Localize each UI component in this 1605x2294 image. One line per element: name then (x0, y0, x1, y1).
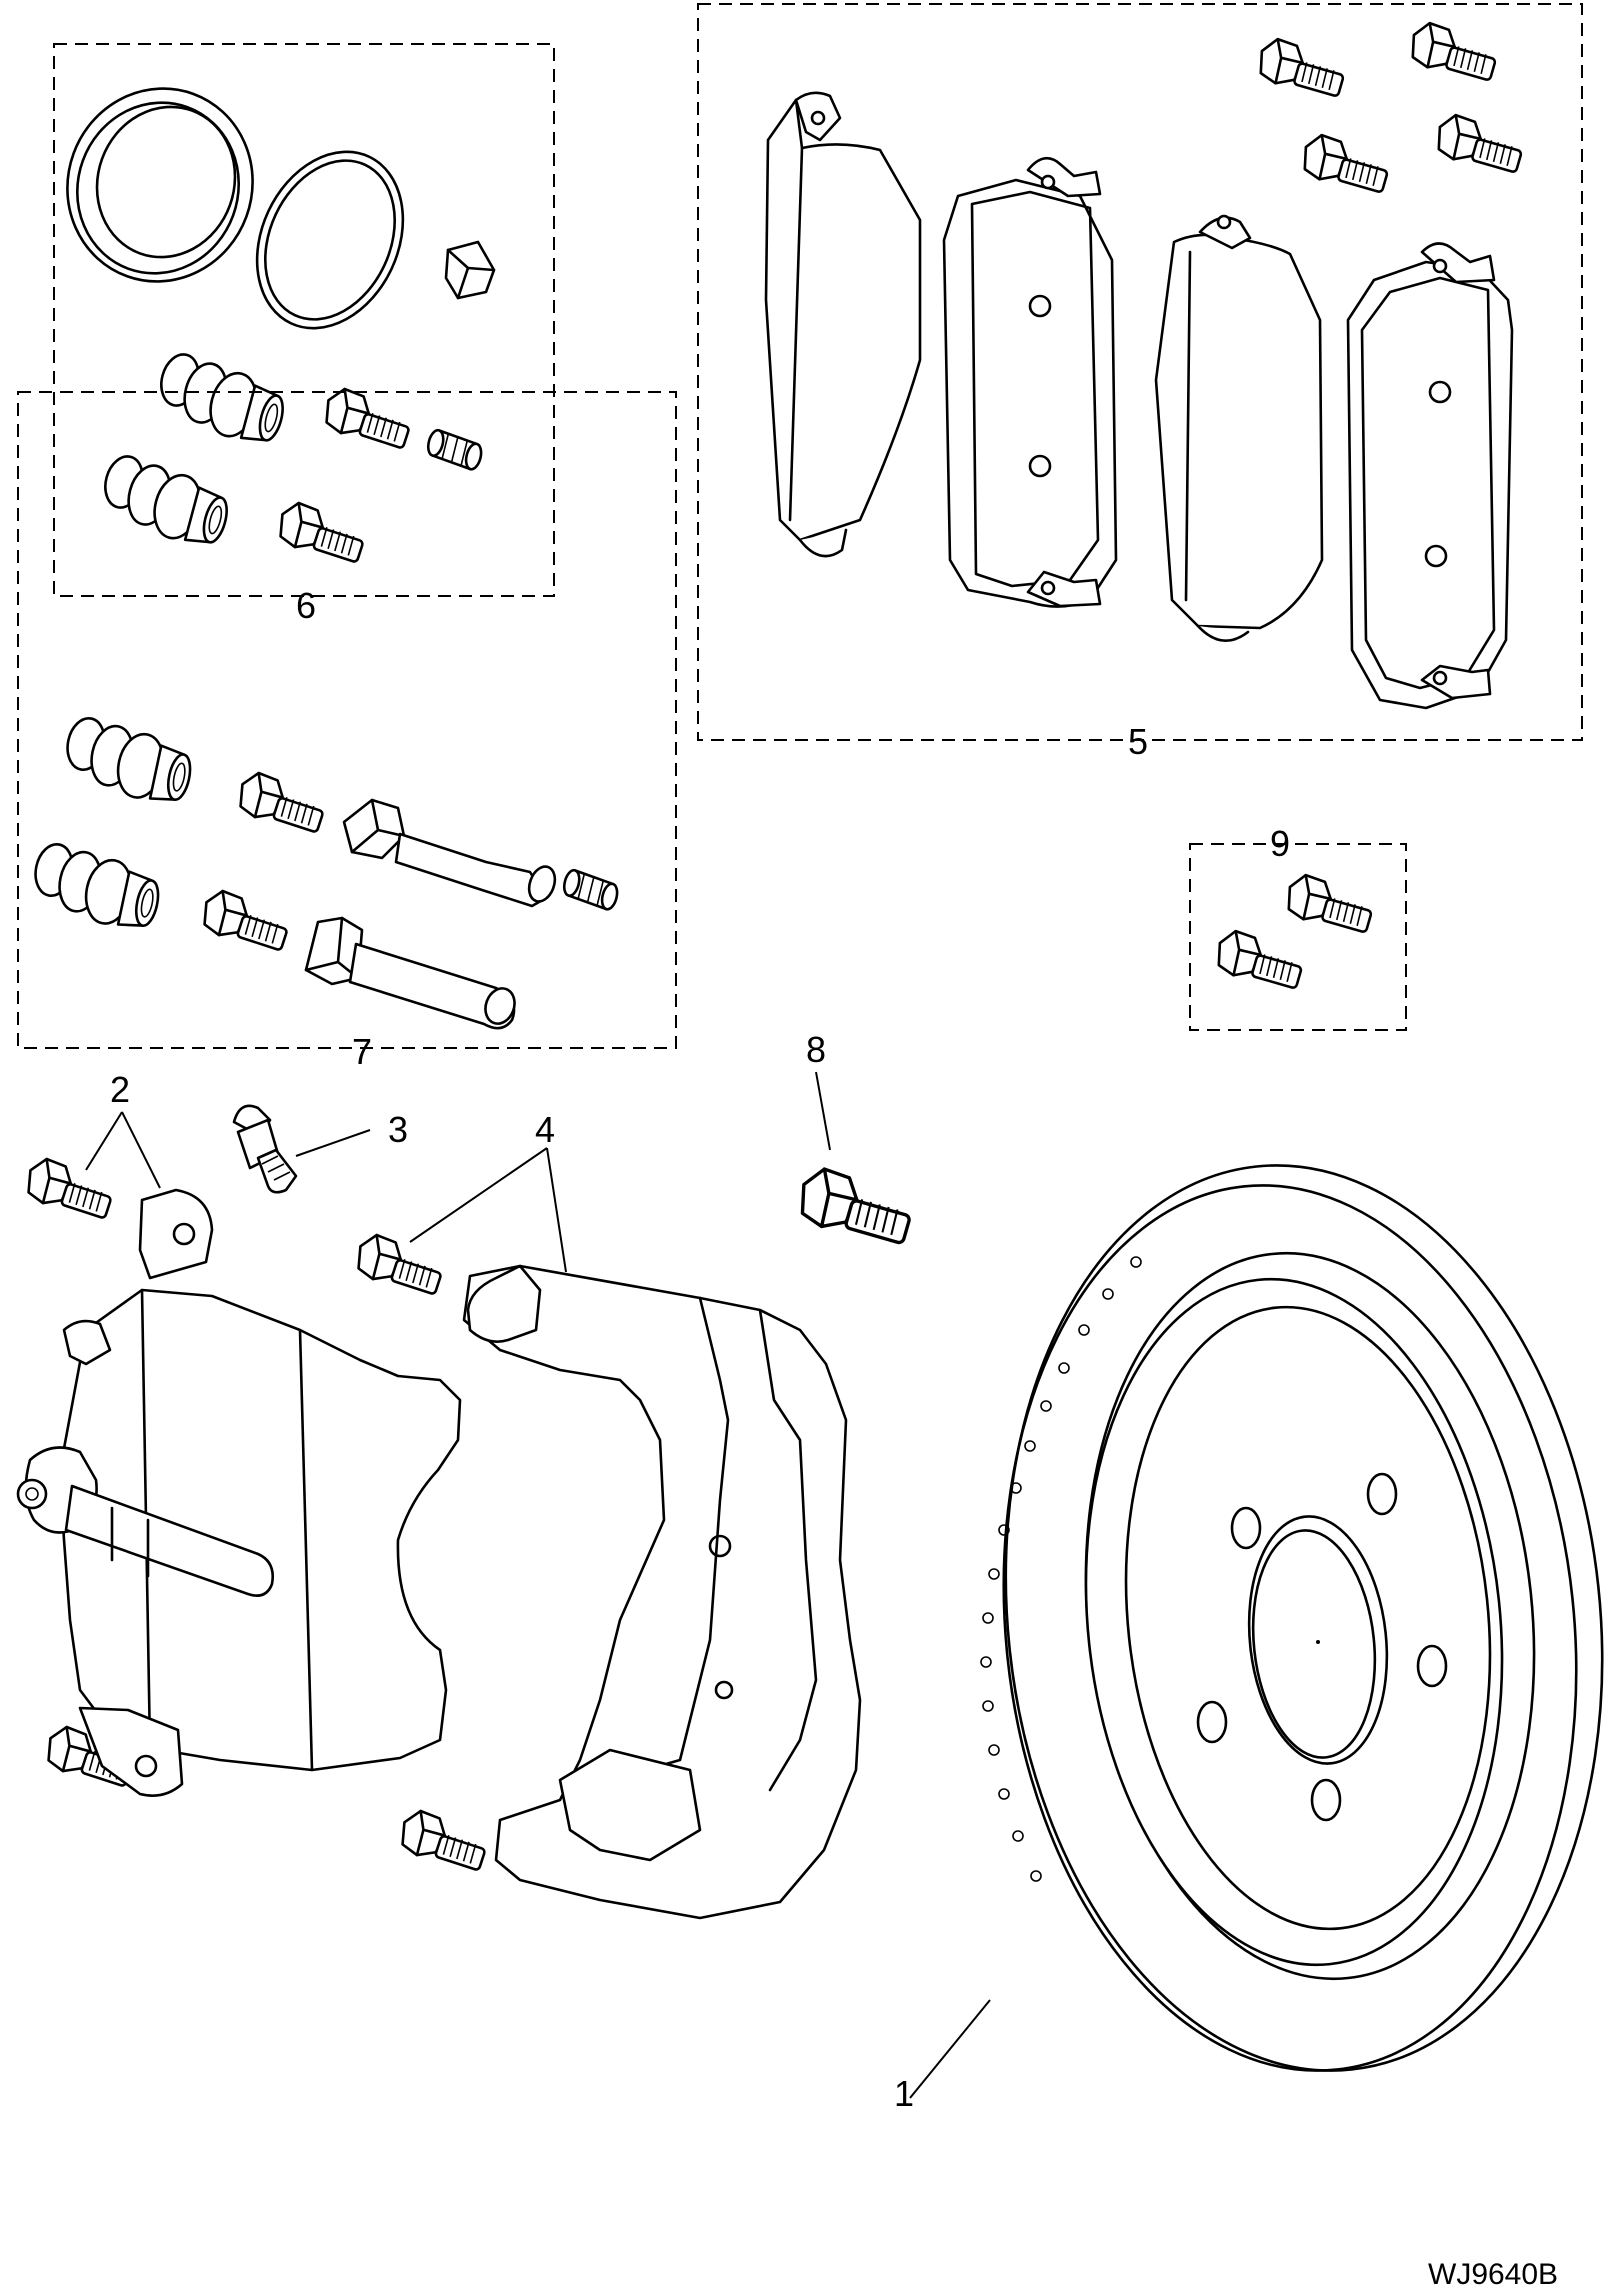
caliper-body (16, 1188, 462, 1797)
callout-8: 8 (806, 1029, 826, 1070)
piston-dust-seal (66, 87, 254, 283)
callout-7: 7 (352, 1031, 372, 1072)
guide-pin-kit-group (17, 391, 677, 1049)
guide-pin-lower (304, 916, 516, 1030)
bleed-nipple (232, 1104, 298, 1194)
pad-bolt-c (1299, 131, 1393, 195)
brake-pad-2 (942, 156, 1118, 608)
leader-lines (85, 1071, 991, 2099)
kit9-bolt-lower (1213, 927, 1307, 991)
seal-kit-group (53, 43, 555, 597)
hub-bolt (795, 1164, 917, 1246)
guide-sleeve-kit7 (559, 867, 622, 913)
kit7-boot-lower (26, 839, 167, 935)
caliper-carrier (462, 1264, 862, 1920)
callout-9: 9 (1270, 823, 1290, 864)
kit7-boot-upper (58, 713, 199, 809)
guide-sleeve-upper (423, 427, 486, 473)
caliper-bolt-top (23, 1155, 118, 1221)
guide-pin-boot-upper (150, 348, 293, 450)
guide-pin-upper (342, 798, 557, 908)
pad-bolt-d (1433, 111, 1527, 175)
piston-o-ring (255, 150, 405, 330)
callout-4: 4 (535, 1109, 555, 1150)
brake-pad-4 (1346, 242, 1514, 710)
pad-bolt-b (1407, 19, 1501, 83)
guide-bolt-lower (275, 499, 370, 565)
callout-5: 5 (1128, 721, 1148, 762)
diagram-reference: WJ9640B (1428, 2258, 1558, 2291)
callout-6: 6 (296, 585, 316, 626)
guide-bolt-upper (321, 385, 416, 451)
kit7-bolt-lower (199, 887, 294, 953)
pad-kit-group (697, 3, 1583, 741)
kit7-bolt-upper (235, 769, 330, 835)
callout-2: 2 (110, 1069, 130, 1110)
brake-pad-3 (1154, 214, 1324, 642)
bolt-kit-group (1189, 843, 1407, 1031)
pad-bolt-a (1255, 35, 1349, 99)
disc-vent-holes (980, 1256, 1142, 1882)
bleed-cap (444, 240, 496, 300)
callout-3: 3 (388, 1109, 408, 1150)
carrier-bolt-top (353, 1231, 448, 1297)
brake-pad-1 (764, 91, 922, 558)
brake-disc (980, 1164, 1604, 2072)
callout-1: 1 (894, 2073, 914, 2114)
carrier-bolt-bottom (397, 1807, 492, 1873)
kit9-bolt-upper (1283, 871, 1377, 935)
guide-pin-boot-lower (94, 450, 237, 552)
